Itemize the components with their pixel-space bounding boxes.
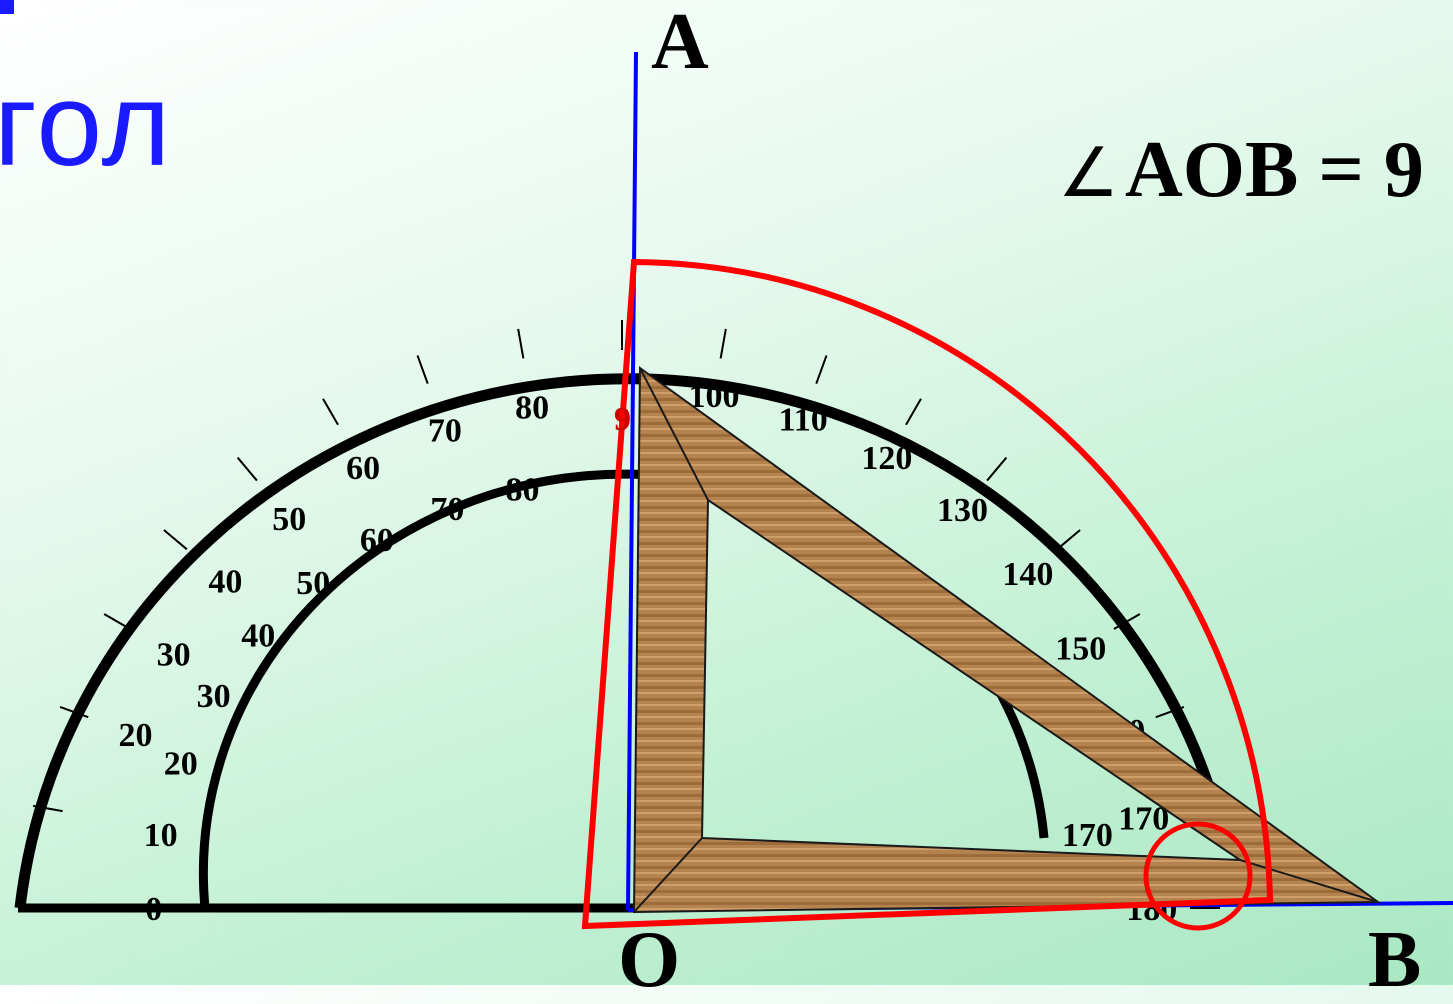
- angle-symbol: ∠: [1058, 135, 1119, 211]
- scale-tick: [815, 355, 828, 384]
- scale-tick: [236, 456, 258, 482]
- scale-tick: [59, 705, 89, 719]
- inner-scale-label: 60: [360, 522, 394, 559]
- outer-scale-label: 30: [157, 636, 191, 673]
- right-angle-highlight: [581, 258, 1274, 930]
- inner-scale-label: 50: [296, 565, 330, 602]
- outer-scale-label: 20: [119, 717, 153, 754]
- angle-formula-text: AOB = 9: [1124, 126, 1424, 214]
- set-square-edge: [1239, 859, 1379, 903]
- scale-tick: [32, 804, 63, 813]
- hidden-label: 9: [614, 401, 631, 438]
- set-square: [632, 366, 1382, 914]
- outer-scale-label: 150: [1055, 631, 1106, 668]
- outer-scale-label: 80: [515, 390, 549, 427]
- inner-scale-label: 70: [430, 491, 464, 528]
- outer-scale-label: 70: [428, 413, 462, 450]
- scale-tick: [719, 328, 727, 359]
- set-square-edge: [639, 367, 709, 501]
- outer-scale-label: 60: [346, 450, 380, 487]
- outer-scale-label: 140: [1002, 556, 1053, 593]
- outer-scale-label: 50: [272, 501, 306, 538]
- set-square-edge: [633, 837, 703, 913]
- scale-tick: [905, 398, 922, 426]
- scale-tick: [1155, 705, 1185, 719]
- inner-scale-label: 40: [241, 617, 275, 654]
- protractor-inner-arc: [198, 469, 1049, 909]
- outer-scale-label: 110: [779, 401, 828, 438]
- scale-tick: [986, 456, 1008, 482]
- scale-tick: [322, 398, 339, 426]
- point-b-label: B: [1368, 916, 1422, 1004]
- inner-scale-label: 170: [1062, 817, 1113, 854]
- inner-scale-label: 80: [506, 472, 540, 509]
- outer-scale-label: 40: [208, 564, 242, 601]
- inner-scale-label: 30: [197, 678, 231, 715]
- angle-formula: ∠AOB = 9: [1058, 130, 1424, 210]
- outer-scale-label: 120: [861, 440, 912, 477]
- title-word: гол: [0, 59, 173, 191]
- scale-tick: [416, 355, 429, 384]
- point-a-label: A: [651, 0, 709, 86]
- ray-oa: [626, 51, 638, 911]
- scale-tick: [517, 328, 525, 359]
- contact-point-circle: [1143, 821, 1253, 931]
- inner-scale-label: 20: [164, 745, 198, 782]
- scale-tick: [1113, 613, 1141, 630]
- title-letter-fragment: [0, 0, 14, 14]
- outer-scale-label: 130: [937, 492, 988, 529]
- scale-tick: [1056, 529, 1081, 551]
- scale-tick: [103, 613, 131, 630]
- inner-scale-labels: 0 10 20 30 40 50 60 70 80 170: [144, 472, 1113, 928]
- protractor-outer-arc: [14, 373, 1216, 909]
- inner-scale-label: 0: [145, 891, 162, 928]
- inner-scale-label: 10: [144, 817, 178, 854]
- point-o-label: O: [618, 916, 681, 1004]
- scale-tick: [163, 529, 188, 551]
